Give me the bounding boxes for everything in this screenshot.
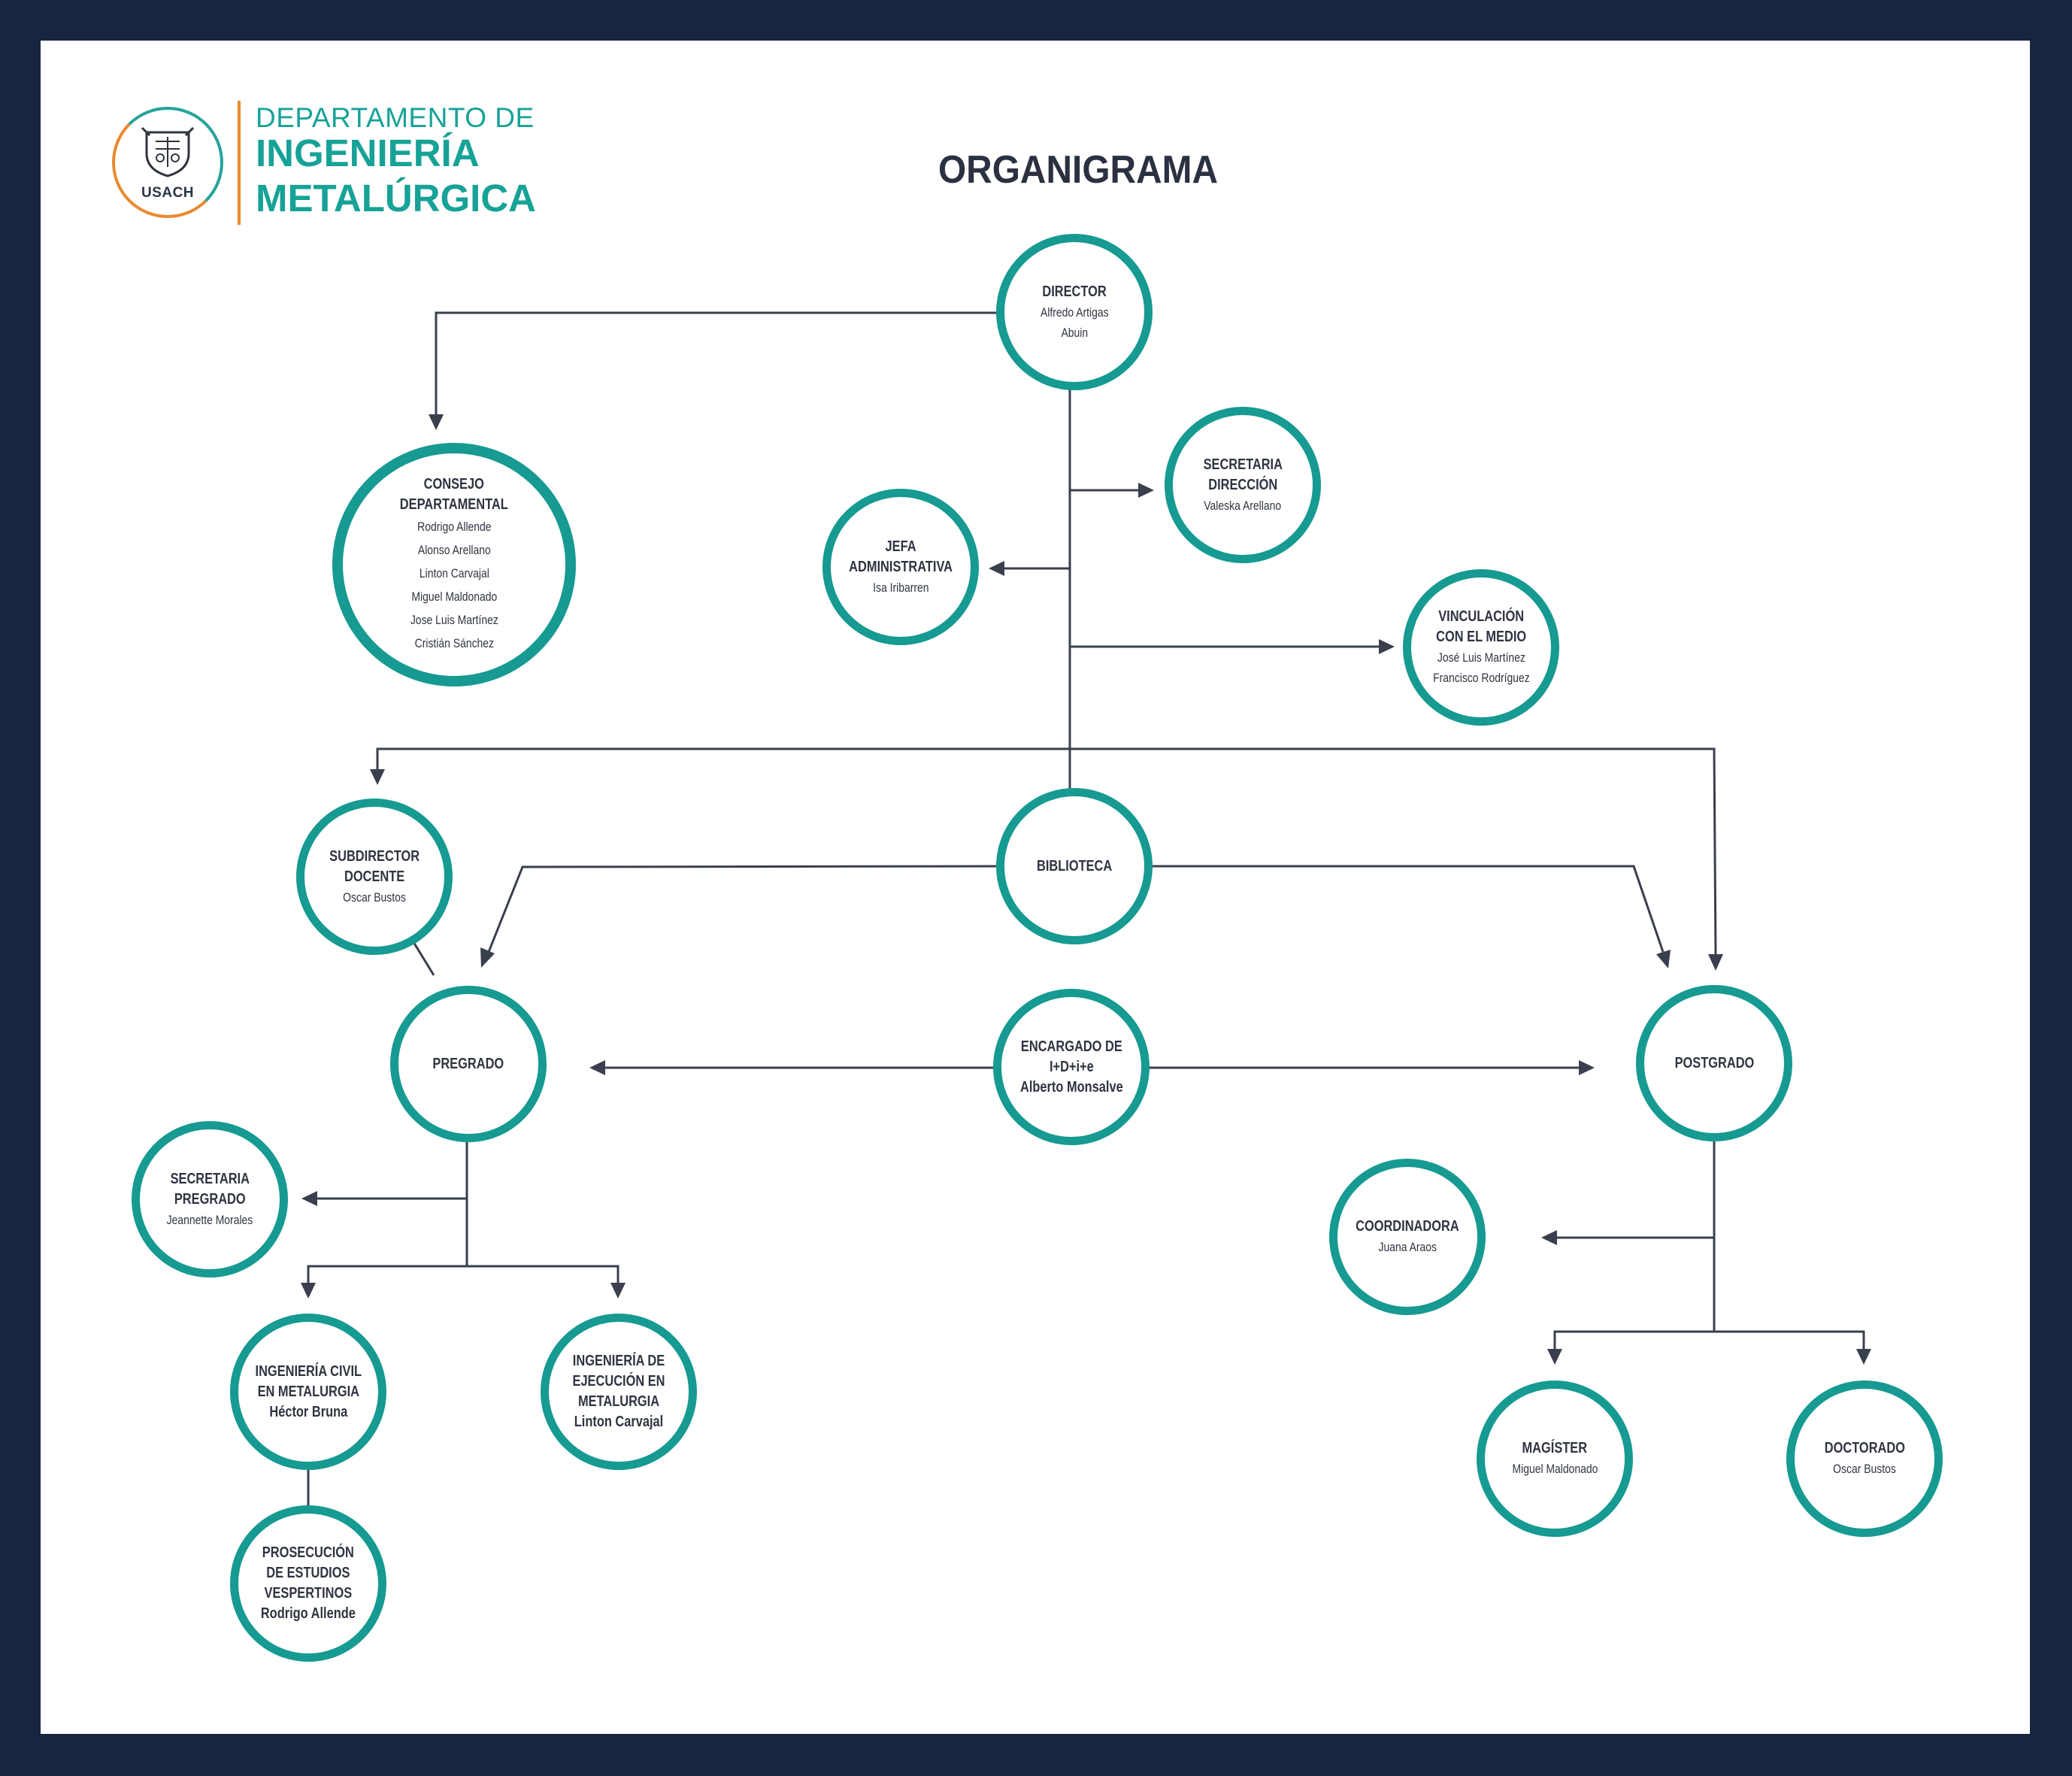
to-coordinadora-connector: [1541, 1230, 1714, 1245]
node-director-people: Alfredo Artigas Abuin: [1040, 305, 1109, 340]
node-coordinadora-role: COORDINADORA: [1356, 1218, 1459, 1235]
node-postgrado-role: POSTGRADO: [1674, 1054, 1754, 1071]
biblioteca-to-postgrado-connector: [1149, 865, 1671, 968]
node-consejo-people: Rodrigo Allende Alonso Arellano Linton C…: [410, 520, 498, 650]
node-vinculacion-role: VINCULACIÓN CON EL MEDIO: [1436, 608, 1526, 645]
node-director-role: DIRECTOR: [1042, 283, 1107, 300]
node-magister-role: MAGÍSTER: [1522, 1440, 1588, 1456]
node-subdirector-people: Oscar Bustos: [343, 890, 406, 905]
to-ing-civil-connector: [301, 1265, 467, 1299]
node-jefa-administrativa-people: Isa Iribarren: [872, 580, 929, 595]
to-vinculacion-connector: [1070, 639, 1395, 654]
director-to-consejo-connector: [429, 311, 1000, 430]
node-subdirector-role: SUBDIRECTOR DOCENTE: [329, 847, 420, 885]
node-ingenieria-ejecucion: INGENIERÍA DE EJECUCIÓN EN METALURGIA Li…: [541, 1314, 697, 1470]
node-consejo-role: CONSEJO DEPARTAMENTAL: [400, 476, 508, 513]
node-subdirector-docente: SUBDIRECTOR DOCENTE Oscar Bustos: [296, 799, 453, 955]
branch-to-subdirector-connector: [370, 747, 1070, 785]
node-jefa-administrativa: JEFA ADMINISTRATIVA Isa Iribarren: [822, 489, 979, 645]
header-divider: [238, 101, 241, 225]
node-secretaria-pregrado: SECRETARIA PREGRADO Jeannette Morales: [132, 1121, 288, 1277]
connector-lines: [301, 311, 1871, 1507]
to-magister-connector: [1547, 1330, 1714, 1365]
node-vinculacion-people: José Luis Martínez Francisco Rodríguez: [1432, 650, 1530, 685]
chart-title: ORGANIGRAMA: [938, 148, 1219, 192]
node-secretaria-direccion-role: SECRETARIA DIRECCIÓN: [1203, 456, 1283, 493]
node-secretaria-pregrado-people: Jeannette Morales: [166, 1212, 253, 1227]
department-name-line2: INGENIERÍA: [256, 132, 480, 174]
node-ingenieria-civil: INGENIERÍA CIVIL EN METALURGIA Héctor Br…: [230, 1314, 386, 1470]
node-biblioteca-role: BIBLIOTECA: [1036, 857, 1113, 874]
node-doctorado-people: Oscar Bustos: [1833, 1462, 1896, 1476]
node-encargado-idie: ENCARGADO DE I+D+i+e Alberto Monsalve: [993, 989, 1150, 1145]
university-crest-icon: [141, 126, 195, 177]
node-secretaria-direccion: SECRETARIA DIRECCIÓN Valeska Arellano: [1165, 407, 1321, 563]
node-biblioteca: BIBLIOTECA: [996, 788, 1153, 944]
node-vinculacion-con-el-medio: VINCULACIÓN CON EL MEDIO José Luis Martí…: [1403, 569, 1559, 726]
node-postgrado: POSTGRADO: [1636, 985, 1792, 1141]
encargado-to-pregrado-connector: [589, 1060, 998, 1075]
node-magister: MAGÍSTER Miguel Maldonado: [1477, 1380, 1633, 1537]
node-doctorado: DOCTORADO Oscar Bustos: [1786, 1380, 1943, 1537]
node-prosecucion-role: PROSECUCIÓN DE ESTUDIOS VESPERTINOS Rodr…: [260, 1544, 356, 1622]
node-prosecucion-estudios: PROSECUCIÓN DE ESTUDIOS VESPERTINOS Rodr…: [230, 1505, 386, 1662]
to-secretaria-direccion-connector: [1070, 483, 1154, 498]
logo-wordmark: USACH: [141, 185, 195, 201]
biblioteca-to-pregrado-connector: [480, 865, 998, 968]
usach-logo: USACH: [112, 107, 223, 218]
to-ing-ejecucion-connector: [467, 1265, 626, 1299]
department-name-line1: DEPARTAMENTO DE: [256, 102, 535, 133]
node-coordinadora: COORDINADORA Juana Araos: [1329, 1159, 1486, 1315]
node-encargado-role: ENCARGADO DE I+D+i+e Alberto Monsalve: [1019, 1038, 1123, 1096]
to-doctorado-connector: [1714, 1330, 1871, 1365]
node-consejo-departamental: CONSEJO DEPARTAMENTAL Rodrigo Allende Al…: [332, 443, 576, 686]
node-magister-people: Miguel Maldonado: [1512, 1462, 1598, 1476]
node-secretaria-pregrado-role: SECRETARIA PREGRADO: [170, 1170, 250, 1208]
to-jefa-administrativa-connector: [989, 561, 1070, 576]
node-coordinadora-people: Juana Araos: [1378, 1240, 1437, 1254]
node-pregrado: PREGRADO: [390, 986, 547, 1142]
node-secretaria-direccion-people: Valeska Arellano: [1204, 498, 1282, 513]
node-jefa-administrativa-role: JEFA ADMINISTRATIVA: [849, 538, 953, 575]
node-pregrado-role: PREGRADO: [432, 1055, 504, 1072]
node-director: DIRECTOR Alfredo Artigas Abuin: [996, 234, 1153, 390]
node-ing-civil-role: INGENIERÍA CIVIL EN METALURGIA Héctor Br…: [255, 1362, 362, 1420]
node-doctorado-role: DOCTORADO: [1824, 1440, 1905, 1456]
encargado-to-postgrado-connector: [1143, 1060, 1595, 1075]
to-secretaria-pregrado-connector: [301, 1191, 467, 1206]
node-ing-ejecucion-role: INGENIERÍA DE EJECUCIÓN EN METALURGIA Li…: [572, 1353, 665, 1430]
branch-to-postgrado-connector: [1070, 747, 1723, 971]
department-name-line3: METALÚRGICA: [256, 177, 537, 220]
org-chart-canvas: USACH DEPARTAMENTO DE INGENIERÍA METALÚR…: [41, 41, 2030, 1734]
